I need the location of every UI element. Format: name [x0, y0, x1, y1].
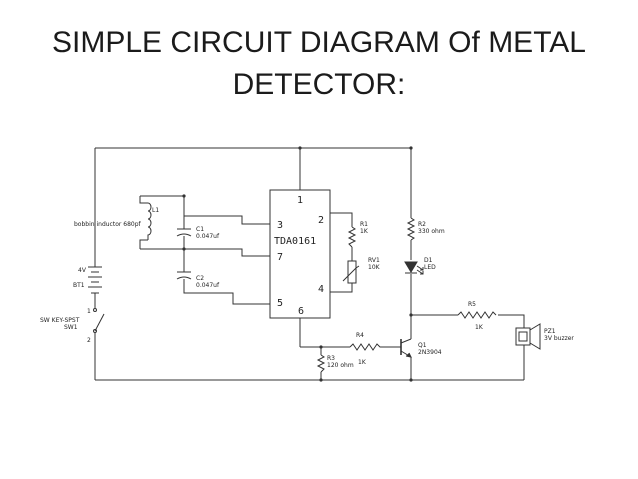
l1-ref: L1 [152, 207, 159, 214]
r3-value: 120 ohm [327, 362, 354, 369]
ic-pin-6: 6 [298, 306, 304, 317]
slide-title: SIMPLE CIRCUIT DIAGRAM Of METAL DETECTOR… [0, 22, 638, 106]
sw1-ref: SW1 [64, 324, 78, 331]
varistor-rv1: RV1 10K [342, 257, 381, 284]
q1-ref: Q1 [418, 342, 427, 349]
bt1-value: 4V [78, 267, 87, 274]
resistor-r1: R1 1K [347, 221, 369, 248]
capacitor-c1: C1 0.047uf [176, 226, 220, 240]
sw1-value: SW KEY-SPST [40, 317, 80, 324]
pz1-value: 3V buzzer [544, 335, 574, 342]
inductor-l1: L1 bobbin inductor 680pf [74, 202, 159, 240]
ic-pin-1: 1 [297, 195, 303, 206]
sw1-pin-2: 2 [87, 337, 91, 344]
q1-value: 2N3904 [418, 349, 442, 356]
c1-value: 0.047uf [196, 233, 220, 240]
r3-ref: R3 [327, 355, 335, 362]
ic-name: TDA0161 [274, 236, 316, 247]
rv1-value: 10K [368, 264, 381, 271]
c1-ref: C1 [196, 226, 204, 233]
resistor-r4: R4 1K [349, 332, 382, 366]
wires [94, 147, 525, 381]
c2-ref: C2 [196, 275, 204, 282]
title-line-1: SIMPLE CIRCUIT DIAGRAM Of METAL [52, 26, 586, 59]
r2-value: 330 ohm [418, 228, 445, 235]
rv1-ref: RV1 [368, 257, 380, 264]
junction-dots [182, 146, 413, 382]
switch-sw1: SW KEY-SPST SW1 1 2 [40, 308, 105, 344]
battery-bt1: 4V BT1 [73, 266, 102, 294]
l1-value: bobbin inductor 680pf [74, 221, 142, 228]
d1-ref: D1 [424, 257, 433, 264]
d1-value: LED [424, 264, 436, 271]
bt1-ref: BT1 [73, 282, 85, 289]
ic-pin-5: 5 [277, 298, 283, 309]
ic-pin-7: 7 [277, 252, 283, 263]
resistor-r3: R3 120 ohm [316, 354, 354, 373]
led-d1: D1 LED [404, 257, 436, 275]
sw1-pin-1: 1 [87, 308, 91, 315]
ic-pin-3: 3 [277, 220, 283, 231]
resistor-r5: R5 1K [457, 301, 497, 331]
r5-value: 1K [475, 324, 484, 331]
r4-ref: R4 [356, 332, 364, 339]
r5-ref: R5 [468, 301, 476, 308]
transistor-q1: Q1 2N3904 [400, 338, 442, 358]
buzzer-pz1: PZ1 3V buzzer [515, 323, 574, 350]
pz1-ref: PZ1 [544, 328, 556, 335]
ic-pin-2: 2 [318, 215, 324, 226]
r1-value: 1K [360, 228, 369, 235]
c2-value: 0.047uf [196, 282, 220, 289]
resistor-r2: R2 330 ohm [406, 217, 445, 241]
capacitor-c2: C2 0.047uf [176, 271, 220, 289]
title-line-2: DETECTOR: [232, 68, 406, 101]
ic-tda0161: TDA0161 1 2 3 4 5 6 7 [269, 189, 331, 319]
r1-ref: R1 [360, 221, 368, 228]
ic-pin-4: 4 [318, 284, 324, 295]
r2-ref: R2 [418, 221, 426, 228]
r4-value: 1K [358, 359, 367, 366]
